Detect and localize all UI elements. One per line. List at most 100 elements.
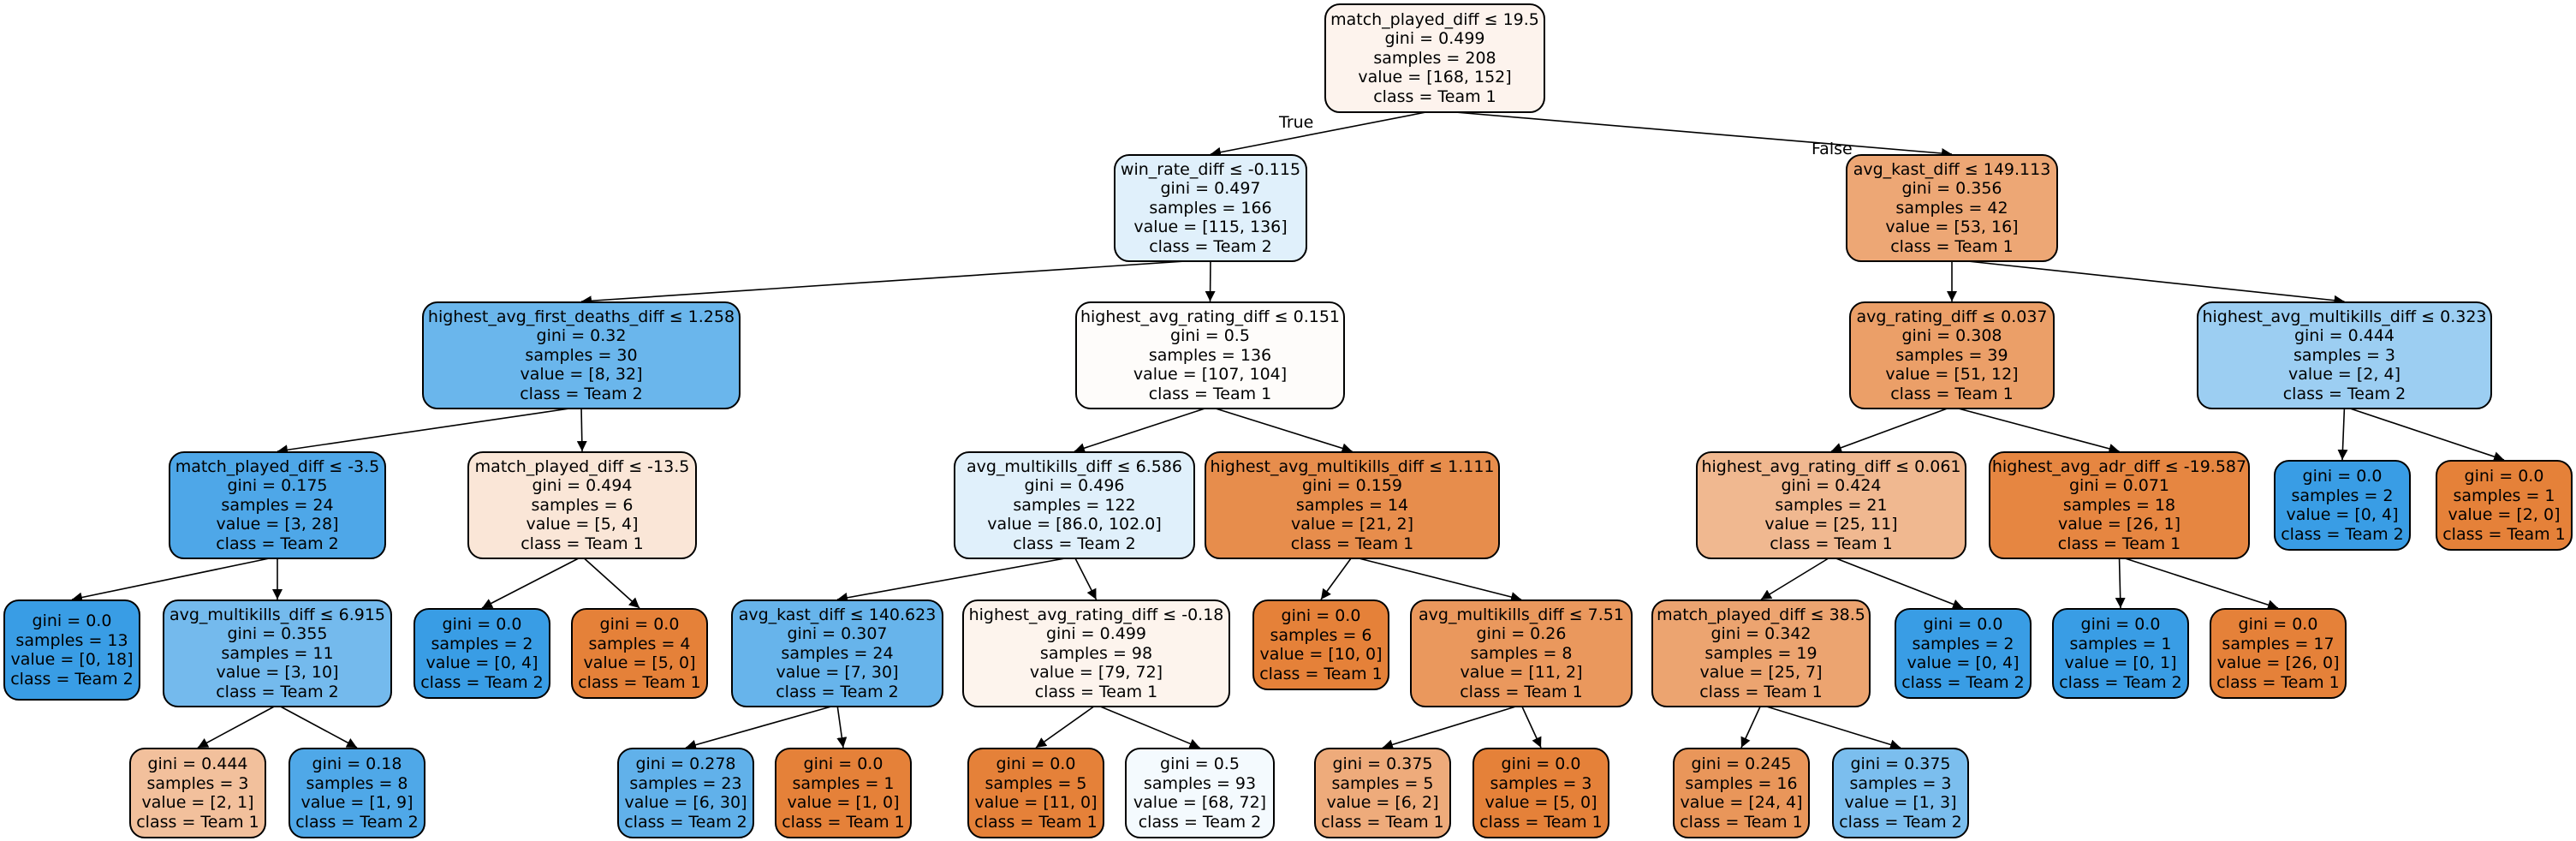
node-line: class = Team 2	[2282, 384, 2406, 403]
node-line: match_played_diff ≤ 38.5	[1657, 605, 1865, 624]
node-line: class = Team 1	[1259, 664, 1383, 683]
node-line: samples = 98	[1039, 643, 1153, 663]
node-line: value = [2, 0]	[2448, 505, 2561, 524]
node-line: samples = 2	[1912, 634, 2014, 653]
node-line: value = [21, 2]	[1290, 515, 1414, 534]
node-line: samples = 6	[531, 495, 634, 515]
node-line: value = [115, 136]	[1133, 218, 1288, 237]
edge-n26-n30	[1833, 557, 1964, 610]
edge-n11-n12	[1074, 407, 1208, 453]
node-line: samples = 2	[2291, 486, 2394, 505]
node-line: gini = 0.0	[2464, 467, 2544, 486]
edge-n31-n32	[2115, 557, 2126, 609]
node-line: value = [26, 0]	[2216, 653, 2340, 672]
node-line: class = Team 1	[1890, 236, 2014, 256]
node-line: gini = 0.444	[147, 755, 248, 773]
edge-n12-n13	[836, 557, 1070, 603]
node-line: class = Team 2	[1138, 812, 1262, 832]
node-line: avg_multikills_diff ≤ 7.51	[1419, 605, 1624, 624]
node-line: class = Team 2	[295, 812, 419, 832]
node-line: value = [5, 4]	[526, 515, 639, 534]
node-line: class = Team 1	[1034, 682, 1158, 701]
node-line: samples = 21	[1775, 495, 1888, 515]
edge-n16-n18	[1098, 705, 1200, 749]
node-line: match_played_diff ≤ 19.5	[1330, 9, 1539, 29]
edge-n3-n4	[71, 557, 274, 603]
edge-n27-n29	[1764, 705, 1901, 750]
node-line: samples = 3	[1849, 773, 1952, 793]
node-line: value = [25, 11]	[1764, 515, 1898, 534]
edge-n19-n20	[1320, 557, 1353, 600]
node-line: samples = 8	[1470, 643, 1573, 663]
node-line: highest_avg_rating_diff ≤ 0.061	[1701, 456, 1961, 476]
edge-n34-n36	[2347, 407, 2505, 462]
node-line: class = Team 1	[1373, 86, 1496, 106]
node-line: gini = 0.0	[1281, 606, 1361, 625]
node-line: gini = 0.356	[1901, 179, 2002, 199]
node-line: class = Team 1	[1680, 812, 1803, 832]
node-line: gini = 0.375	[1332, 755, 1433, 773]
edge-n5-n7	[278, 705, 358, 749]
node-line: highest_avg_rating_diff ≤ 0.151	[1080, 307, 1341, 326]
node-line: gini = 0.375	[1850, 755, 1951, 773]
node-line: samples = 208	[1373, 48, 1496, 68]
node-line: class = Team 2	[216, 682, 339, 701]
edge-n5-n6	[197, 705, 277, 749]
edge-n24-n34	[1960, 259, 2345, 306]
node-line: gini = 0.0	[442, 615, 522, 634]
node-line: value = [0, 4]	[425, 653, 538, 672]
node-line: highest_avg_rating_diff ≤ -0.18	[968, 605, 1224, 624]
node-line: class = Team 1	[1290, 534, 1414, 553]
node-line: class = Team 1	[2057, 534, 2181, 553]
node-line: samples = 6	[1270, 625, 1372, 645]
node-line: gini = 0.494	[532, 476, 633, 496]
node-line: samples = 19	[1704, 643, 1817, 663]
edge-n0-n1	[1210, 110, 1431, 158]
node-line: samples = 8	[306, 773, 408, 793]
node-line: gini = 0.342	[1710, 624, 1812, 644]
node-line: match_played_diff ≤ -13.5	[474, 456, 690, 476]
edge-n8-n10	[582, 557, 640, 609]
node-line: gini = 0.307	[787, 624, 888, 644]
node-line: gini = 0.278	[635, 755, 736, 773]
node-line: samples = 5	[985, 773, 1087, 793]
edge-n12-n16	[1074, 557, 1098, 600]
node-line: gini = 0.355	[227, 624, 328, 644]
node-line: class = Team 2	[2059, 672, 2182, 692]
true-branch-label: True	[1279, 113, 1314, 132]
node-line: value = [1, 0]	[787, 793, 900, 812]
node-line: gini = 0.308	[1901, 326, 2002, 346]
node-line: samples = 1	[2453, 486, 2555, 505]
node-line: samples = 3	[1490, 773, 1592, 793]
node-line: gini = 0.0	[32, 611, 112, 630]
node-line: gini = 0.444	[2293, 326, 2395, 346]
node-line: gini = 0.499	[1045, 624, 1147, 644]
node-line: samples = 3	[146, 773, 249, 793]
node-line: gini = 0.0	[2302, 467, 2383, 486]
node-line: samples = 3	[2293, 345, 2396, 365]
node-line: value = [3, 10]	[216, 663, 339, 683]
node-line: highest_avg_adr_diff ≤ -19.587	[1991, 456, 2247, 476]
node-line: highest_avg_multikills_diff ≤ 0.323	[2202, 307, 2487, 326]
node-line: class = Team 1	[1890, 384, 2014, 403]
node-line: samples = 11	[221, 643, 334, 663]
edge-n26-n27	[1760, 557, 1830, 600]
node-line: value = [11, 0]	[974, 793, 1098, 812]
node-line: value = [5, 0]	[1484, 793, 1597, 812]
edge-n27-n28	[1740, 705, 1762, 749]
node-line: class = Team 1	[521, 534, 644, 553]
